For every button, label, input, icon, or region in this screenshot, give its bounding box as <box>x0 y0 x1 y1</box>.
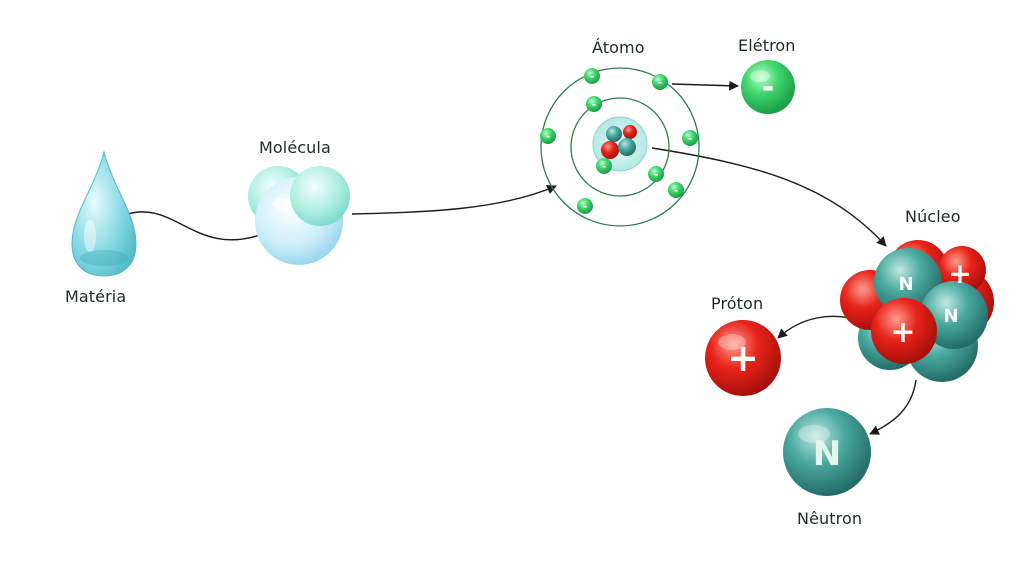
arrow-atomo-to-nucleo <box>651 147 887 247</box>
orbit-electron-icon <box>682 130 698 146</box>
orbit-electron-symbol: - <box>658 76 663 89</box>
orbit-electron-symbol: - <box>688 132 693 145</box>
nucleus-cluster-icon: N + N + <box>840 240 994 382</box>
label-atomo: Átomo <box>592 38 645 57</box>
nucleus-proton-label-2: + <box>890 315 915 350</box>
orbit-electron-symbol: - <box>592 98 597 111</box>
molecule-icon <box>248 166 350 265</box>
label-eletron: Elétron <box>738 36 796 55</box>
orbit-electron-icon <box>577 198 593 214</box>
proton-icon: + <box>705 320 781 396</box>
orbit-electron-symbol: - <box>654 168 659 181</box>
label-molecula: Molécula <box>259 138 331 157</box>
orbit-electron-icon <box>668 182 684 198</box>
label-proton: Próton <box>711 294 764 313</box>
atom-icon: - - - - - - - - - <box>540 67 700 227</box>
orbit-electron-icon <box>596 158 612 174</box>
arrow-atomo-to-eletron <box>671 80 739 91</box>
orbit-electron-icon <box>586 96 602 112</box>
orbit-electron-symbol: - <box>674 184 679 197</box>
nucleus-neutron-label-1: N <box>898 274 913 295</box>
orbit-electron-symbol: - <box>583 200 588 213</box>
orbit-electron-icon <box>648 166 664 182</box>
atom-nucleus-icon <box>601 125 637 159</box>
orbit-electron-icon <box>652 74 668 90</box>
neutron-icon: N <box>783 408 871 496</box>
label-nucleo: Núcleo <box>905 207 961 226</box>
nucleus-neutron-label-2: N <box>943 306 958 327</box>
water-drop-icon <box>71 150 137 277</box>
orbit-electron-symbol: - <box>602 160 607 173</box>
orbit-electron-icon <box>584 68 600 84</box>
label-materia: Matéria <box>65 287 127 306</box>
arrow-nucleo-to-neutron <box>869 379 917 435</box>
arrows <box>121 80 917 435</box>
arrow-molecula-to-atomo <box>351 184 557 215</box>
nucleus-proton-label-1: + <box>948 257 971 290</box>
neutron-symbol: N <box>813 434 841 474</box>
orbit-electron-icon <box>540 128 556 144</box>
label-neutron: Nêutron <box>797 509 863 528</box>
electron-icon: - <box>741 60 795 114</box>
electron-symbol: - <box>762 70 774 105</box>
arrow-materia-to-molecula <box>121 211 269 241</box>
atom-electrons: - - - - - - - - - <box>540 68 698 214</box>
orbit-electron-symbol: - <box>546 130 551 143</box>
orbit-electron-symbol: - <box>590 70 595 83</box>
proton-symbol: + <box>727 336 759 380</box>
